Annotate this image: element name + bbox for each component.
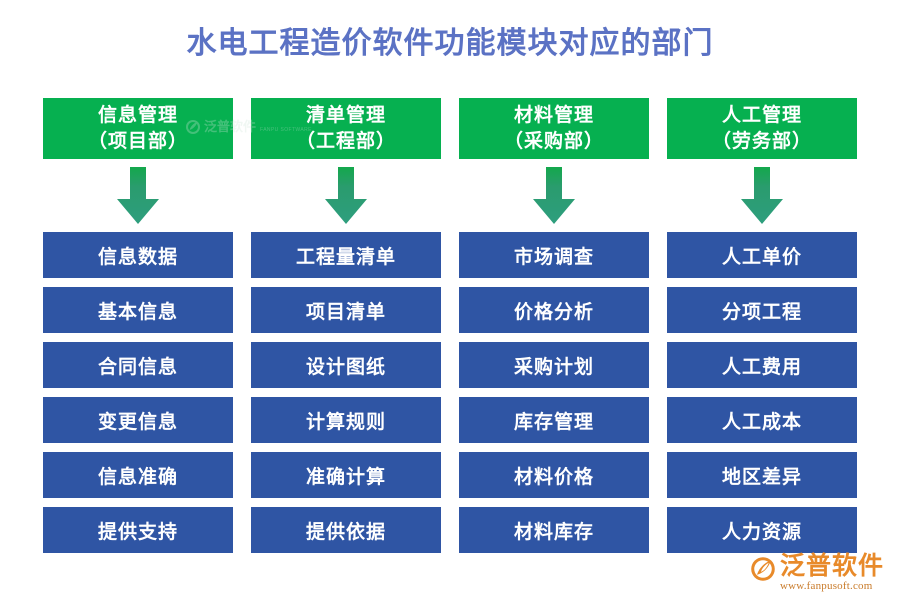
item-box[interactable]: 人工成本: [667, 397, 857, 443]
item-box[interactable]: 分项工程: [667, 287, 857, 333]
item-box[interactable]: 库存管理: [459, 397, 649, 443]
column-header-module-1: 信息管理: [97, 104, 178, 126]
column-header-department-2: （工程部）: [295, 130, 396, 152]
down-arrow-icon: [740, 166, 784, 225]
item-box[interactable]: 价格分析: [459, 287, 649, 333]
column-header-3[interactable]: 材料管理 （采购部）: [459, 98, 649, 159]
fanpu-logo-icon: [750, 556, 776, 582]
item-box[interactable]: 信息数据: [43, 232, 233, 278]
item-box[interactable]: 变更信息: [43, 397, 233, 443]
column-header-module-4: 人工管理: [721, 104, 802, 126]
column-header-department-4: （劳务部）: [711, 130, 812, 152]
down-arrow-icon: [116, 166, 160, 225]
page-title: 水电工程造价软件功能模块对应的部门: [186, 27, 714, 60]
column-2: 清单管理 （工程部）: [251, 98, 441, 553]
item-box[interactable]: 提供支持: [43, 507, 233, 553]
brand-logo-textwrap: 泛普软件 www.fanpusoft.com: [780, 553, 884, 592]
item-box[interactable]: 人工费用: [667, 342, 857, 388]
column-header-department-1: （项目部）: [87, 130, 188, 152]
item-box[interactable]: 市场调查: [459, 232, 649, 278]
item-box[interactable]: 信息准确: [43, 452, 233, 498]
column-header-4[interactable]: 人工管理 （劳务部）: [667, 98, 857, 159]
item-box[interactable]: 工程量清单: [251, 232, 441, 278]
column-header-module-2: 清单管理: [305, 104, 386, 126]
down-arrow-icon: [324, 166, 368, 225]
arrow-wrap-2: [251, 159, 441, 232]
item-box[interactable]: 设计图纸: [251, 342, 441, 388]
item-box[interactable]: 材料价格: [459, 452, 649, 498]
brand-logo: 泛普软件 www.fanpusoft.com: [750, 553, 884, 592]
item-box[interactable]: 准确计算: [251, 452, 441, 498]
item-box[interactable]: 地区差异: [667, 452, 857, 498]
item-box[interactable]: 项目清单: [251, 287, 441, 333]
column-header-department-3: （采购部）: [503, 130, 604, 152]
item-box[interactable]: 采购计划: [459, 342, 649, 388]
column-3: 材料管理 （采购部）: [459, 98, 649, 553]
brand-name: 泛普软件: [779, 552, 884, 580]
column-4: 人工管理 （劳务部）: [667, 98, 857, 553]
column-header-1[interactable]: 信息管理 （项目部）: [43, 98, 233, 159]
columns-container: 信息管理 （项目部）: [43, 98, 857, 553]
down-arrow-icon: [532, 166, 576, 225]
item-box[interactable]: 合同信息: [43, 342, 233, 388]
column-1: 信息管理 （项目部）: [43, 98, 233, 553]
column-header-module-3: 材料管理: [513, 104, 594, 126]
arrow-wrap-1: [43, 159, 233, 232]
item-box[interactable]: 提供依据: [251, 507, 441, 553]
item-box[interactable]: 材料库存: [459, 507, 649, 553]
arrow-wrap-4: [667, 159, 857, 232]
item-box[interactable]: 计算规则: [251, 397, 441, 443]
column-header-2[interactable]: 清单管理 （工程部）: [251, 98, 441, 159]
item-box[interactable]: 基本信息: [43, 287, 233, 333]
item-box[interactable]: 人工单价: [667, 232, 857, 278]
brand-url: www.fanpusoft.com: [779, 580, 873, 592]
arrow-wrap-3: [459, 159, 649, 232]
item-box[interactable]: 人力资源: [667, 507, 857, 553]
